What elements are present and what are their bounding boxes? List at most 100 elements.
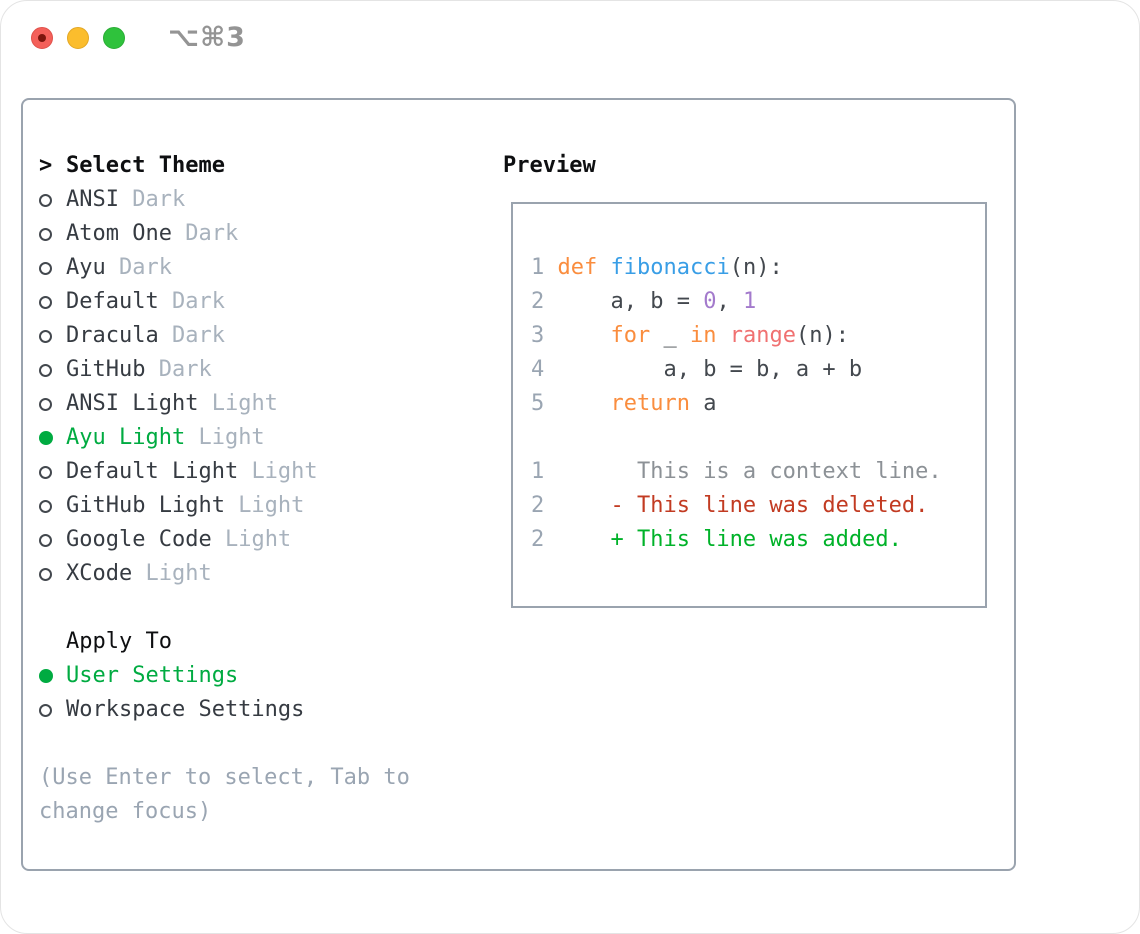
option-variant-badge: Light — [198, 425, 265, 450]
option-variant-badge: Light — [238, 493, 305, 518]
theme-option-default-light[interactable]: Default Light Light — [39, 455, 489, 489]
code-segment-ln: 4 — [531, 357, 545, 382]
option-variant-badge: Light — [224, 527, 292, 552]
hint-text-line-1: (Use Enter to select, Tab to — [39, 765, 410, 790]
code-line — [531, 421, 977, 455]
code-segment-pun — [544, 391, 610, 416]
theme-option-xcode[interactable]: XCode Light — [39, 557, 489, 591]
option-label: Google Code — [66, 527, 225, 552]
option-label: Ayu Light — [66, 425, 199, 450]
option-variant-badge: Dark — [132, 187, 186, 212]
code-segment-pun: _ — [650, 323, 690, 348]
code-segment-pun — [544, 323, 610, 348]
prompt-icon: > — [39, 153, 53, 178]
option-label: XCode — [66, 561, 146, 586]
close-button[interactable] — [31, 27, 53, 49]
option-label: Ayu — [66, 255, 119, 280]
radio-circle — [39, 295, 52, 309]
radio-unselected-icon — [39, 363, 66, 377]
option-variant-badge: Dark — [171, 289, 225, 314]
option-label: GitHub — [66, 357, 159, 382]
code-segment-pun: a, b = b, a + b — [544, 357, 863, 382]
radio-unselected-icon — [39, 499, 66, 513]
code-segment-ln: 5 — [531, 391, 545, 416]
radio-circle — [39, 567, 52, 581]
code-segment-kw: def — [557, 255, 611, 280]
option-variant-badge: Dark — [158, 357, 212, 382]
option-variant-badge: Dark — [185, 221, 239, 246]
option-variant-badge: Light — [251, 459, 318, 484]
code-segment-kw: in — [689, 323, 717, 348]
code-segment-ln: 2 — [531, 289, 545, 314]
theme-option-ansi-light[interactable]: ANSI Light Light — [39, 387, 489, 421]
theme-option-default[interactable]: Default Dark — [39, 285, 489, 319]
radio-unselected-icon — [39, 193, 66, 207]
option-label: Workspace Settings — [66, 697, 305, 722]
code-line: 5 return a — [531, 387, 977, 421]
apply-option-workspace-settings[interactable]: Workspace Settings — [39, 693, 489, 727]
radio-unselected-icon — [39, 703, 66, 717]
code-line: 4 a, b = b, a + b — [531, 353, 977, 387]
option-variant-badge: Light — [211, 391, 278, 416]
radio-unselected-icon — [39, 261, 66, 275]
radio-unselected-icon — [39, 533, 66, 547]
radio-circle — [39, 363, 52, 377]
option-label: Default — [66, 289, 172, 314]
radio-circle — [39, 397, 52, 411]
code-segment-pun: (n): — [729, 255, 783, 280]
hint-text-line-2: change focus) — [39, 799, 212, 824]
code-line: 3 for _ in range(n): — [531, 319, 977, 353]
option-label: Default Light — [66, 459, 252, 484]
radio-unselected-icon — [39, 567, 66, 581]
code-segment-pun — [716, 323, 729, 348]
apply-option-user-settings[interactable]: User Settings — [39, 659, 489, 693]
radio-unselected-icon — [39, 227, 66, 241]
title-bar: ⌥⌘3 — [1, 1, 1139, 77]
zoom-button[interactable] — [103, 27, 125, 49]
theme-option-github-light[interactable]: GitHub Light Light — [39, 489, 489, 523]
radio-circle — [39, 669, 53, 683]
option-variant-badge: Dark — [171, 323, 225, 348]
radio-unselected-icon — [39, 295, 66, 309]
theme-option-github[interactable]: GitHub Dark — [39, 353, 489, 387]
code-line: 2 a, b = 0, 1 — [531, 285, 977, 319]
code-segment-ctx: This is a context line. — [544, 459, 942, 484]
code-segment-kw: return — [610, 391, 690, 416]
code-line: 2 - This line was deleted. — [531, 489, 977, 523]
code-segment-ln: 3 — [531, 323, 545, 348]
radio-circle — [39, 499, 52, 513]
code-segment-ln: 1 — [531, 459, 545, 484]
code-segment-add: + This line was added. — [544, 527, 902, 552]
theme-option-ayu-light[interactable]: Ayu Light Light — [39, 421, 489, 455]
theme-option-ayu[interactable]: Ayu Dark — [39, 251, 489, 285]
code-line: 1 def fibonacci(n): — [531, 251, 977, 285]
radio-circle — [39, 465, 52, 479]
theme-option-atom-one[interactable]: Atom One Dark — [39, 217, 489, 251]
theme-option-google-code[interactable]: Google Code Light — [39, 523, 489, 557]
spacer — [39, 591, 489, 625]
option-label: User Settings — [66, 663, 239, 688]
code-segment-fn: fibonacci — [610, 255, 730, 280]
code-segment-num: 1 — [742, 289, 757, 314]
option-label: ANSI — [66, 187, 133, 212]
code-segment-kw: for — [610, 323, 651, 348]
code-line: 1 This is a context line. — [531, 455, 977, 489]
spacer — [39, 727, 489, 761]
code-segment-ln: 1 — [531, 255, 558, 280]
minimize-button[interactable] — [67, 27, 89, 49]
radio-circle — [39, 533, 52, 547]
code-segment-pun: a, b = — [544, 289, 704, 314]
theme-option-ansi[interactable]: ANSI Dark — [39, 183, 489, 217]
radio-circle — [39, 431, 53, 445]
radio-circle — [39, 227, 52, 241]
option-label: Atom One — [66, 221, 186, 246]
code-segment-ln: 2 — [531, 493, 545, 518]
theme-option-dracula[interactable]: Dracula Dark — [39, 319, 489, 353]
option-label: Dracula — [66, 323, 172, 348]
radio-unselected-icon — [39, 465, 66, 479]
